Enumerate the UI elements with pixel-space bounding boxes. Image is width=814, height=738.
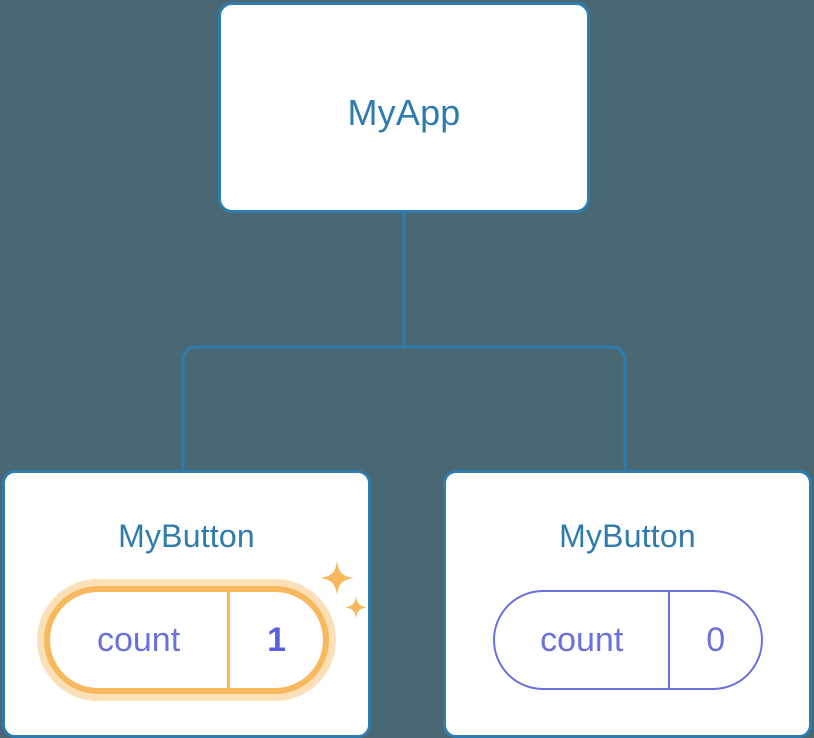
prop-name: count — [540, 620, 624, 659]
connector-branch-bar — [181, 345, 627, 470]
prop-value: 1 — [227, 592, 323, 688]
prop-pill-count[interactable]: count 0 — [493, 590, 763, 690]
component-title: MyButton — [559, 518, 696, 554]
component-card-myapp[interactable]: MyApp — [218, 2, 590, 213]
component-title: MyApp — [347, 92, 461, 133]
prop-pill[interactable]: count 1 — [44, 586, 329, 694]
prop-name: count — [96, 620, 181, 659]
prop-pill-count-updated[interactable]: count 1 — [44, 586, 329, 694]
prop-pill[interactable]: count 0 — [493, 590, 763, 690]
component-title: MyButton — [118, 518, 255, 554]
prop-value: 0 — [668, 592, 761, 688]
